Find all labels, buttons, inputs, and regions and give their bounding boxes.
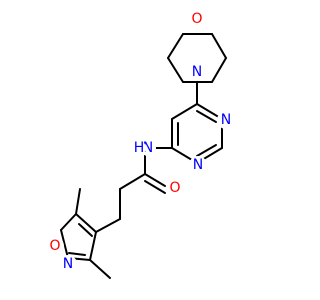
amide-hydrogen-label: H — [134, 140, 145, 156]
isoxazole-oxygen-label: O — [49, 238, 60, 254]
isoxazole-nitrogen-label: N — [63, 256, 73, 272]
bond — [196, 110, 217, 123]
bond — [95, 218, 121, 233]
morpholine-nitrogen-label: N — [192, 64, 202, 80]
bond — [75, 213, 97, 233]
molecule-structure-diagram: O N N N N H O O N — [46, 10, 235, 279]
bond — [89, 259, 111, 279]
bond — [75, 188, 81, 215]
bond — [89, 231, 97, 261]
pyrimidine-nitrogen-lower-label: N — [193, 157, 203, 173]
bond — [211, 33, 227, 59]
carbonyl-oxygen-label: O — [169, 180, 180, 196]
pyrimidine-nitrogen-upper-label: N — [221, 112, 231, 128]
bond — [167, 57, 184, 83]
bond — [167, 33, 184, 59]
bond — [119, 173, 146, 190]
bond — [171, 103, 198, 120]
bond — [60, 213, 77, 231]
amide-nitrogen-label: N — [143, 140, 153, 156]
bond — [68, 252, 86, 256]
bond — [144, 180, 166, 194]
bond — [60, 229, 69, 259]
bond — [144, 173, 166, 187]
morpholine-oxygen-label: O — [191, 11, 202, 27]
bond — [196, 144, 217, 157]
bond — [78, 223, 93, 237]
bond — [211, 57, 227, 83]
atom-labels: O N N N N H O O N — [46, 10, 235, 273]
